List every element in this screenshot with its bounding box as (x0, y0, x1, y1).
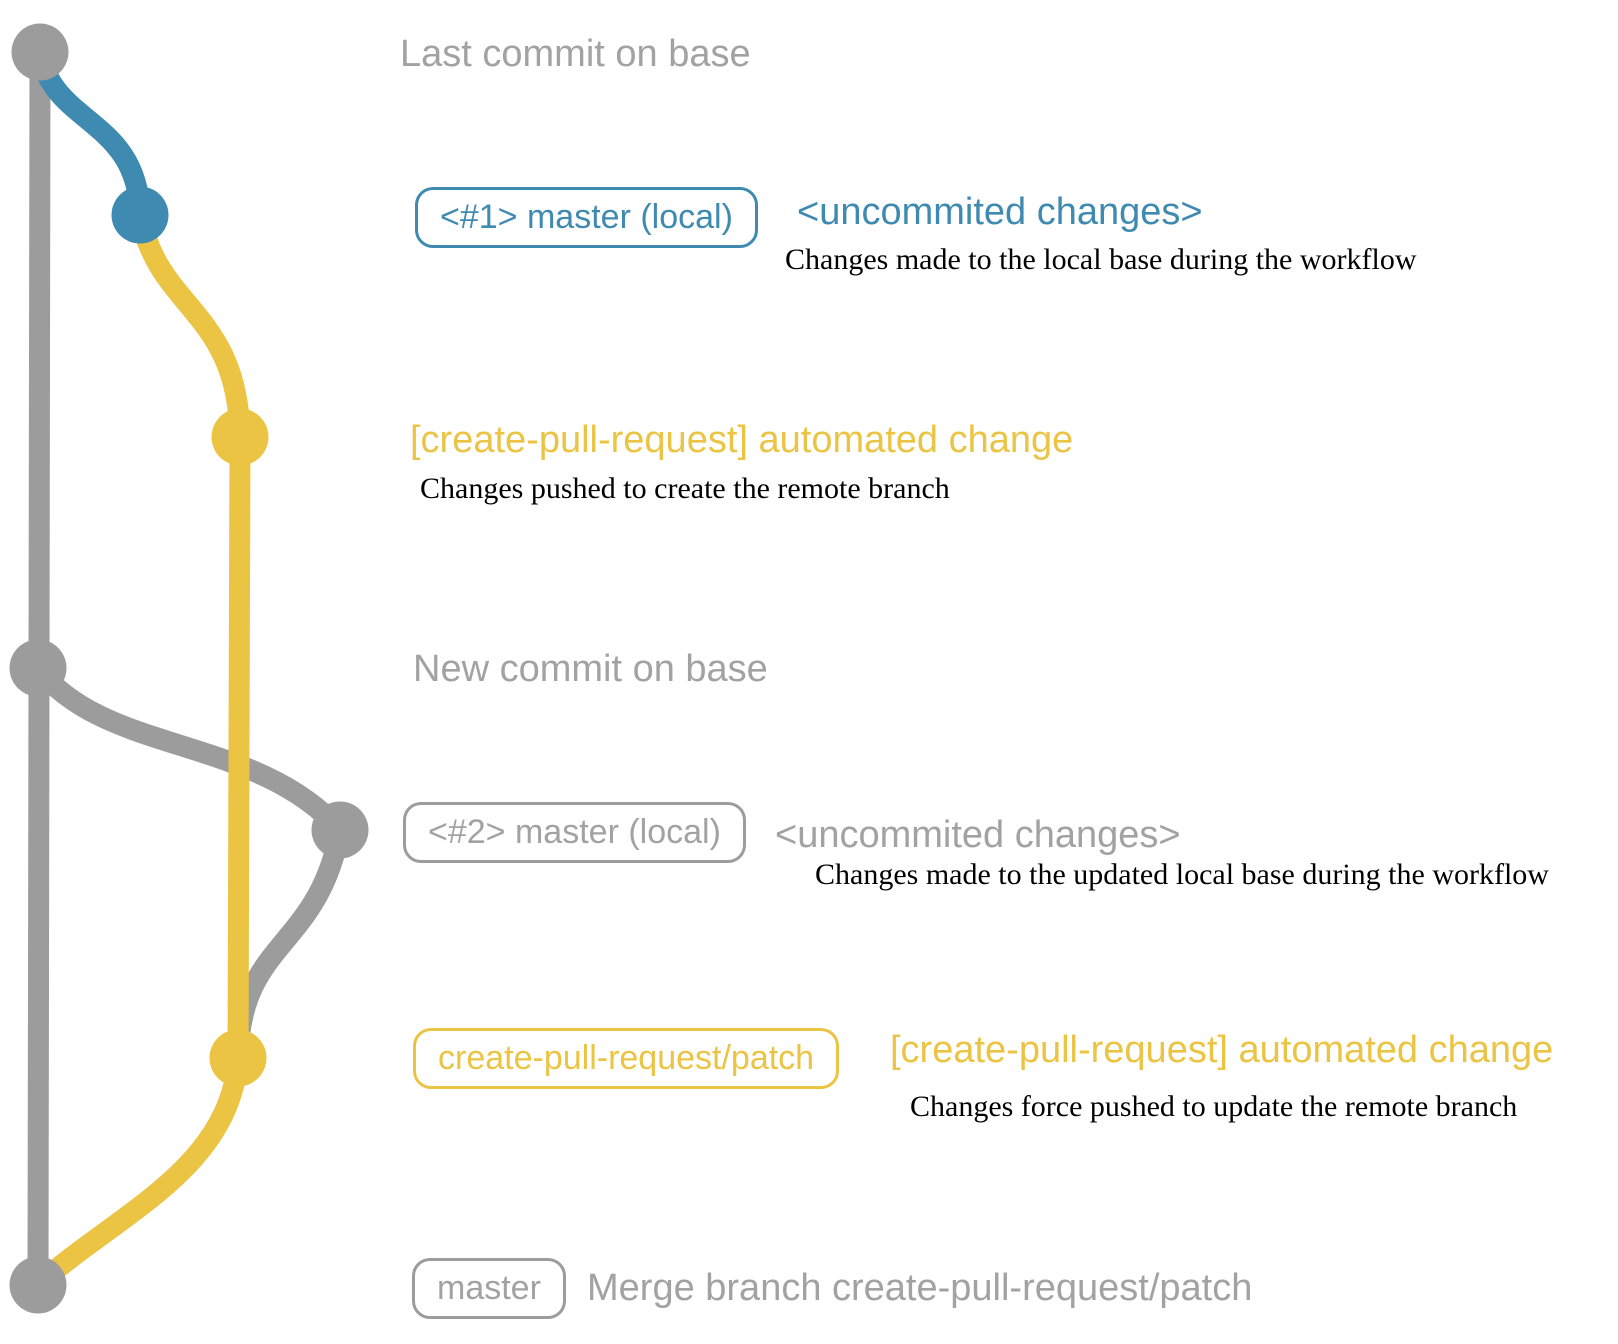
commit-node-patch-2 (209, 1029, 267, 1087)
note-uncommited-changes-2: <uncommited changes> (775, 814, 1181, 856)
commit-node-local-2 (311, 801, 369, 859)
commit-node-merge (9, 1256, 67, 1314)
caption-local-base-changes-2: Changes made to the updated local base d… (815, 858, 1549, 891)
note-uncommited-changes-1: <uncommited changes> (797, 191, 1203, 233)
base-to-commit2-curve (29, 661, 348, 838)
note-last-commit-on-base: Last commit on base (400, 33, 751, 75)
badge-master: master (412, 1258, 566, 1319)
badge-master-local-1: <#1> master (local) (415, 187, 758, 248)
note-new-commit-on-base: New commit on base (413, 648, 768, 690)
local-to-patch-curve (129, 212, 251, 438)
note-automated-change-1: [create-pull-request] automated change (410, 419, 1074, 461)
badge-create-pull-request-patch: create-pull-request/patch (413, 1028, 840, 1089)
commit-node-patch-1 (211, 408, 269, 466)
badge-master-local-2: <#2> master (local) (403, 802, 746, 863)
note-automated-change-2: [create-pull-request] automated change (890, 1029, 1554, 1071)
caption-push-create-remote: Changes pushed to create the remote bran… (420, 472, 950, 505)
patch-merge-curve (30, 1057, 249, 1293)
caption-local-base-changes-1: Changes made to the local base during th… (785, 243, 1417, 276)
caption-force-push-update-remote: Changes force pushed to update the remot… (910, 1090, 1518, 1123)
commit-node-local-1 (111, 186, 169, 244)
note-merge-branch: Merge branch create-pull-request/patch (587, 1267, 1253, 1309)
commit-node-new-base (9, 639, 67, 697)
patch-branch-line (227, 436, 251, 1059)
commit2-to-patch-curve (227, 828, 351, 1059)
base-to-local-curve (29, 49, 151, 216)
commit-node-last-base (11, 23, 69, 81)
